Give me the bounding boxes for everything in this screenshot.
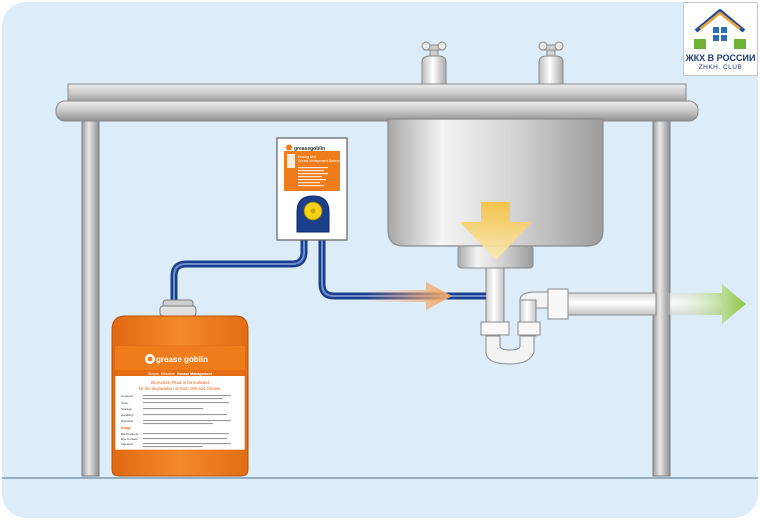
container-headline-2: for the degradation of Fats, Oils and Gr…	[139, 386, 222, 391]
dosing-unit-line2: Grease Management System	[298, 159, 340, 163]
usage-label-2: Ingestion:	[121, 442, 134, 446]
container-brand-suffix: goblin	[184, 355, 208, 364]
dosing-unit-brand: greasegoblin	[294, 146, 325, 152]
spec-label-1: Uses:	[121, 401, 129, 405]
container-headline-1: BioActive Fluid is formulated	[151, 380, 209, 385]
sink-bowl	[387, 118, 604, 247]
pump-rotor-icon	[296, 195, 330, 233]
container-tagline-a: Simple, Effective	[148, 372, 175, 376]
outflow-arrow-icon	[668, 284, 746, 324]
usage-heading: Usage	[121, 426, 131, 430]
spec-label-0: Contents:	[121, 394, 134, 398]
dosing-unit-line1: Dosing Unit	[298, 155, 316, 159]
dosing-tube-suction-highlight	[173, 222, 305, 312]
dosing-tube-delivery-highlight	[321, 222, 486, 297]
house-logo-icon	[694, 9, 746, 49]
dosing-unit: greasegoblin Dosing Unit Grease Manageme…	[276, 137, 348, 241]
downward-flow-arrow-icon	[460, 202, 532, 260]
spec-label-3: Handling:	[121, 413, 134, 417]
usage-label-0: Bio-Products:	[121, 432, 139, 436]
flow-direction-arrow-icon	[366, 282, 452, 310]
countertop-edge	[55, 100, 699, 122]
usage-label-1: Eye Contact:	[121, 437, 138, 441]
table-leg-left	[81, 117, 100, 477]
site-logo[interactable]: ЖКХ В РОССИИ ZHKH. CLUB	[683, 2, 758, 76]
spec-label-4: Disposal:	[121, 419, 134, 423]
bioactive-fluid-container: grease goblin Simple, Effective Grease M…	[111, 299, 249, 477]
spec-label-2: Storage:	[121, 407, 133, 411]
container-tagline-b: Grease Management	[177, 372, 213, 376]
container-brand-prefix: grease	[156, 355, 182, 364]
logo-title: ЖКХ В РОССИИ	[685, 53, 756, 63]
logo-subtitle: ZHKH. CLUB	[698, 64, 743, 71]
